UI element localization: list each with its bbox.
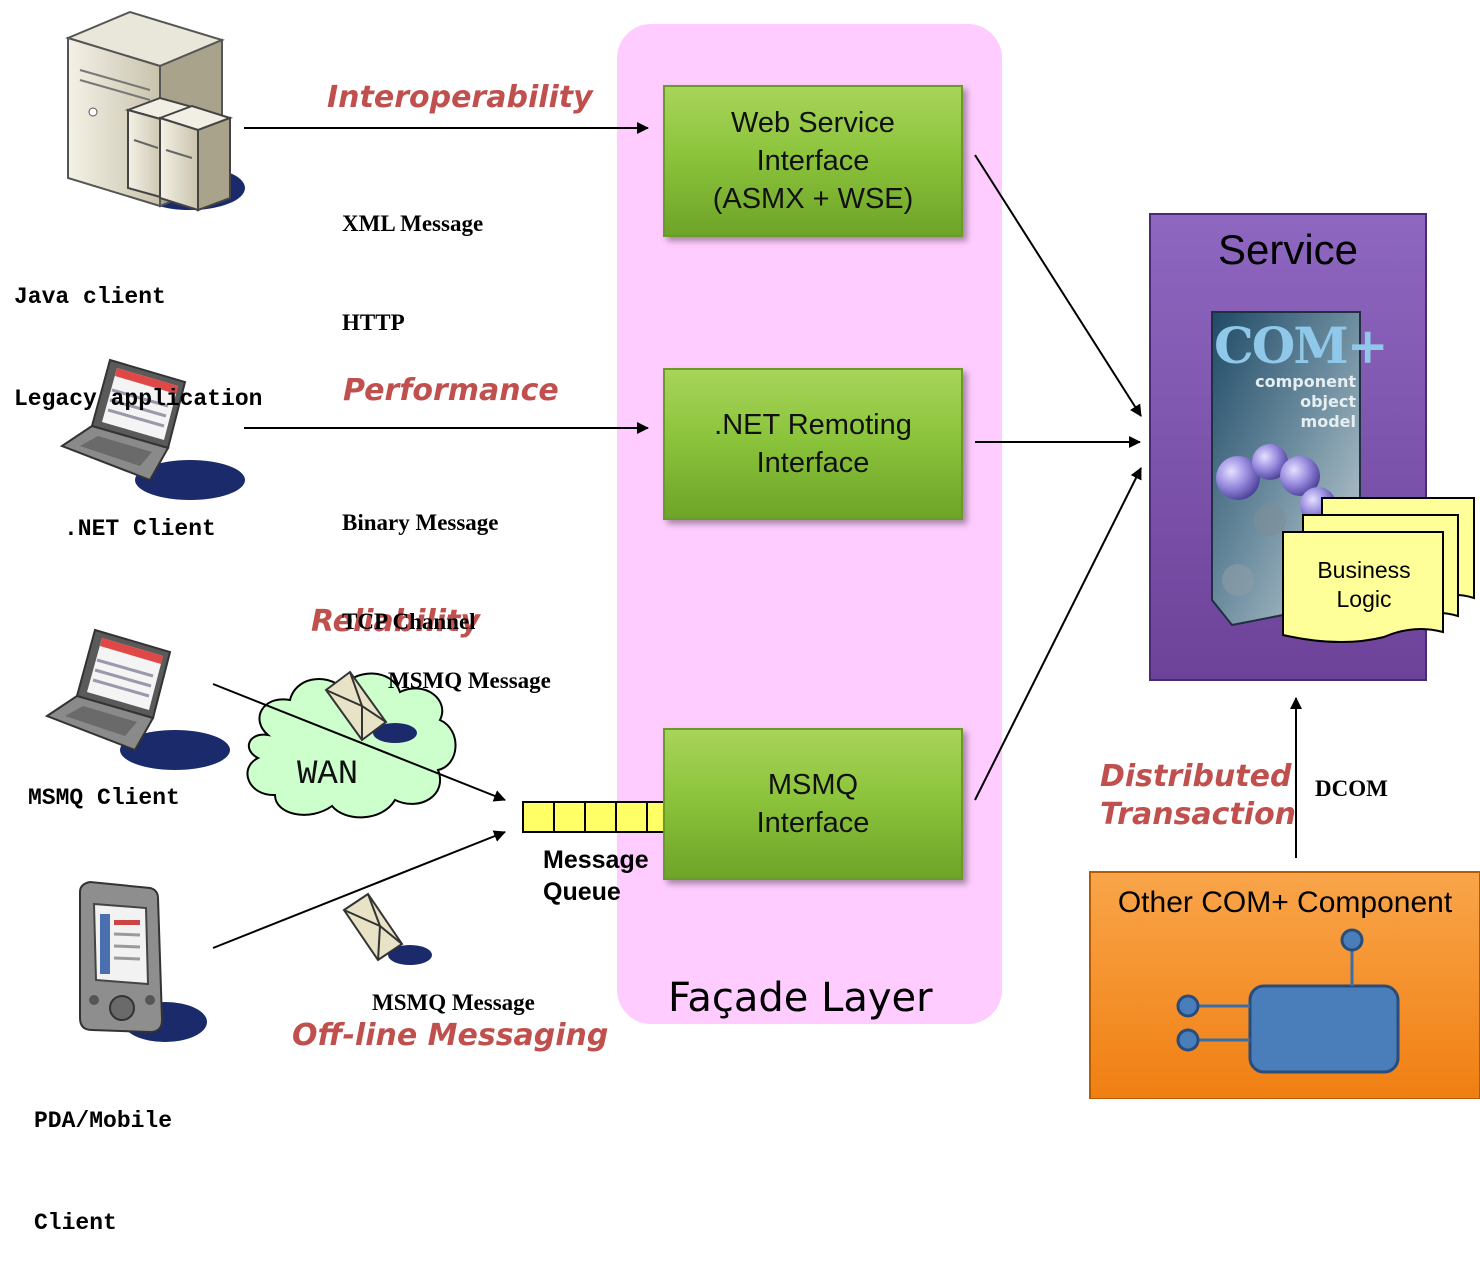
remoting-interface-label: .NET Remoting Interface [714, 409, 912, 479]
wan-label: WAN [297, 756, 359, 794]
msmq-interface-label: MSMQ Interface [756, 769, 870, 839]
other-component-title: Other COM+ Component [1117, 886, 1453, 919]
protocol-performance: Binary Message TCP Channel [342, 440, 499, 671]
server-icon [65, 10, 245, 212]
protocol-interop-line2: HTTP [342, 310, 405, 335]
pda-icon [79, 880, 207, 1042]
queue-line1: Message [543, 846, 649, 874]
message-queue-label: Message Queue [543, 844, 649, 908]
web-service-interface-box: Web Service Interface (ASMX + WSE) [663, 85, 963, 237]
remoting-interface-box: .NET Remoting Interface [663, 368, 963, 520]
envelope-icon [324, 670, 417, 743]
business-logic-label: Business Logic [1317, 557, 1411, 612]
protocol-performance-line2: TCP Channel [342, 609, 476, 634]
com-plus-logo-text: COM+ [1214, 316, 1389, 375]
protocol-interop-line1: XML Message [342, 211, 484, 236]
arrow-web-service-to-service [974, 154, 1142, 417]
com-sub-object: object [1300, 392, 1356, 411]
laptop-icon [59, 358, 245, 500]
queue-line2: Queue [543, 878, 621, 906]
envelope-icon [342, 892, 432, 965]
com-sub-component: component [1255, 372, 1356, 391]
com-plus-subtitle: component object model [1230, 372, 1356, 432]
dotnet-client-label: .NET Client [64, 516, 216, 542]
web-service-interface-label: Web Service Interface (ASMX + WSE) [712, 107, 914, 215]
message-queue-icon [522, 801, 680, 833]
java-client-label: Java client Legacy application [14, 212, 262, 450]
laptop-icon [44, 628, 230, 770]
protocol-msmq-message-bottom: MSMQ Message [372, 990, 535, 1015]
facade-layer-title: Façade Layer [668, 975, 933, 1021]
java-client-line1: Java client [14, 284, 166, 310]
quality-interoperability: Interoperability [327, 80, 593, 115]
pda-client-line1: PDA/Mobile [34, 1108, 173, 1134]
pda-client-label: PDA/Mobile Client [34, 1036, 172, 1274]
protocol-msmq-message-top: MSMQ Message [388, 668, 551, 693]
distributed-line1: Distributed [1100, 759, 1292, 794]
arrow-pda-client [212, 830, 506, 949]
protocol-dcom: DCOM [1315, 776, 1388, 801]
quality-distributed-transaction: Distributed Transaction [1100, 758, 1296, 834]
business-logic-notes [1282, 497, 1475, 644]
service-title: Service [1217, 226, 1359, 273]
msmq-interface-box: MSMQ Interface [663, 728, 963, 880]
arrow-msmq-to-service [974, 467, 1142, 801]
cloud-icon [246, 672, 457, 819]
pda-client-line2: Client [34, 1210, 117, 1236]
java-client-line2: Legacy application [14, 386, 263, 412]
protocol-interop: XML Message HTTP [342, 141, 483, 372]
quality-performance: Performance [343, 373, 559, 408]
arrow-msmq-client [212, 683, 506, 802]
com-sub-model: model [1300, 412, 1356, 431]
quality-reliability: Reliability [311, 604, 480, 639]
distributed-line2: Transaction [1100, 797, 1297, 832]
msmq-client-label: MSMQ Client [28, 785, 180, 811]
component-icon [1176, 928, 1400, 1074]
quality-offline: Off-line Messaging [292, 1018, 609, 1053]
protocol-performance-line1: Binary Message [342, 510, 499, 535]
